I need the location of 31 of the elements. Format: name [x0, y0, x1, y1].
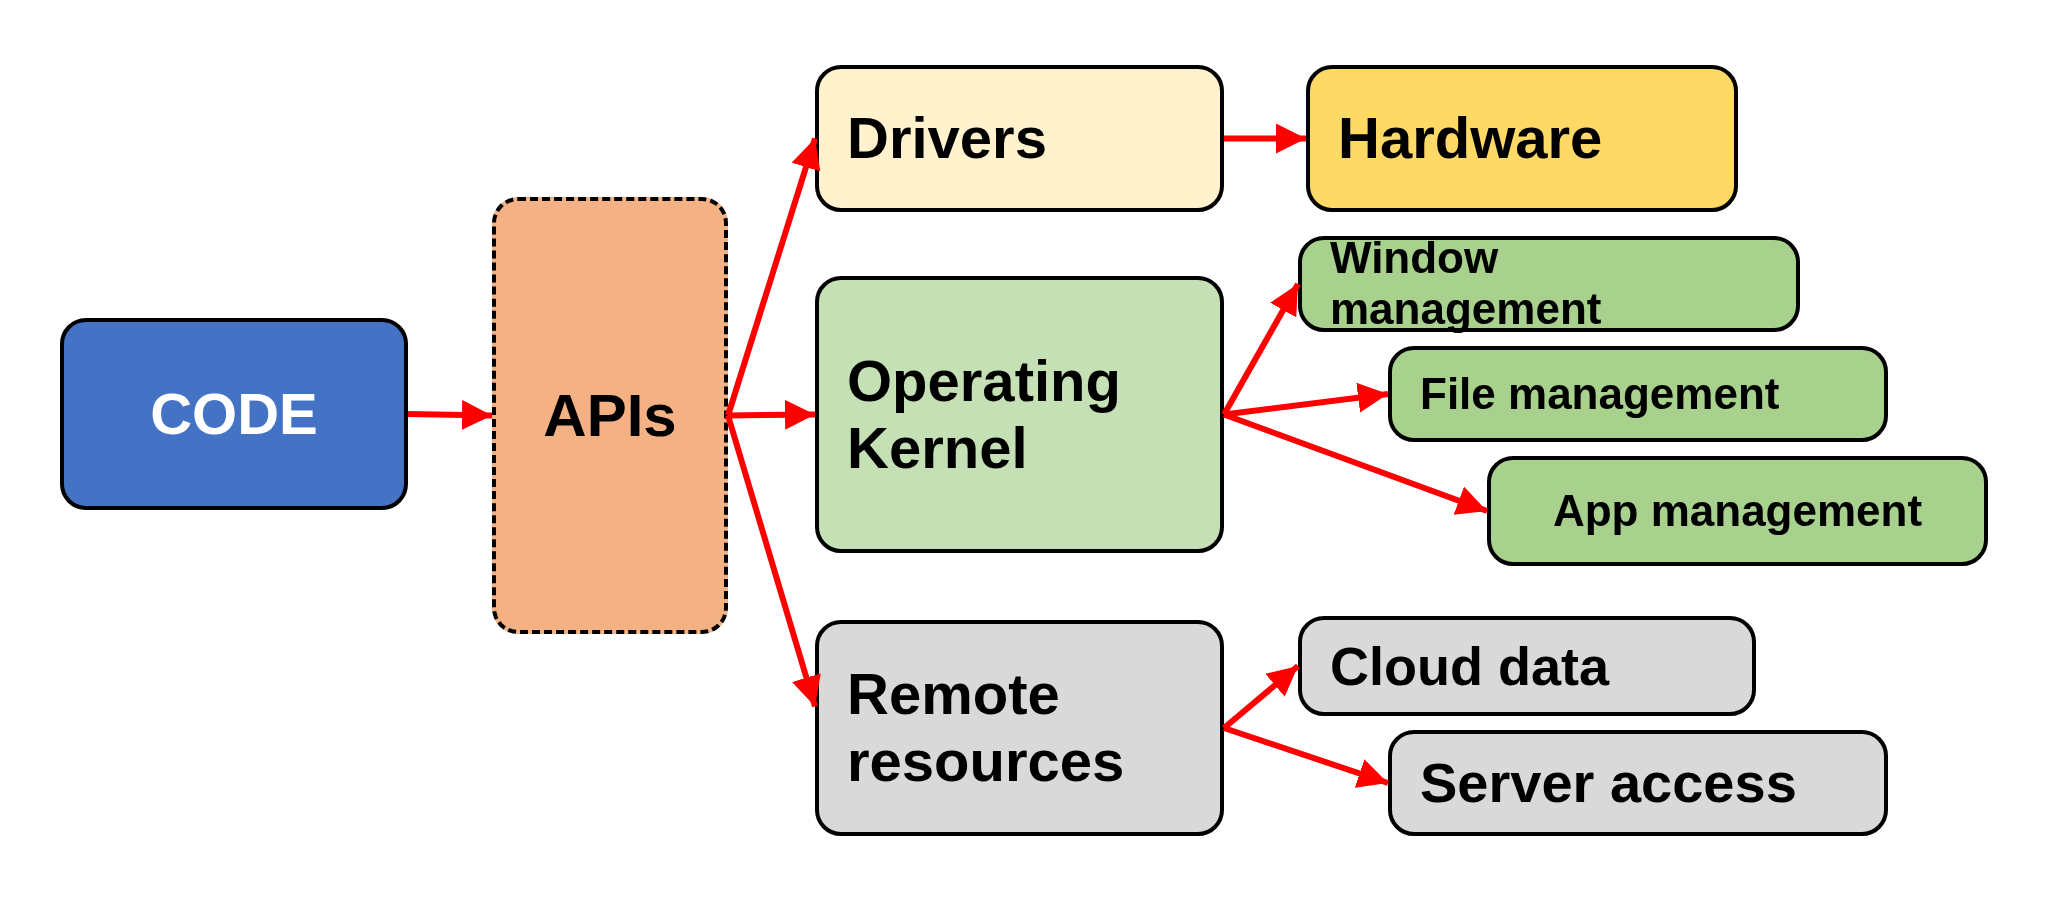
process-box [1298, 616, 1756, 716]
node-label: Cloud data [1330, 634, 1609, 698]
arrow [1223, 382, 1389, 418]
process-box [1306, 65, 1738, 212]
arrow [725, 137, 821, 417]
node-label: APIs [543, 381, 677, 450]
node-label: File management [1420, 368, 1780, 420]
node-label: Operating Kernel [847, 347, 1122, 482]
process-box [1487, 456, 1988, 566]
node-label: Drivers [847, 105, 1047, 172]
node-label: Hardware [1338, 105, 1603, 172]
process-box [815, 65, 1224, 212]
arrow [1224, 123, 1306, 154]
process-box [60, 318, 408, 510]
arrow [727, 399, 816, 430]
node-label: Window management [1330, 233, 1603, 335]
arrow [1223, 725, 1389, 788]
node-label: Server access [1420, 750, 1797, 816]
node-label: CODE [150, 380, 318, 448]
node-label: App management [1552, 485, 1923, 537]
process-box [815, 276, 1224, 553]
arrow [407, 399, 493, 430]
arrow [1222, 411, 1489, 515]
node-label: Remote resources [847, 661, 1126, 795]
process-box [1298, 236, 1800, 332]
arrow [1221, 282, 1301, 416]
dashed-process-box [492, 197, 728, 634]
arrow [725, 414, 821, 708]
process-box [815, 620, 1224, 836]
process-box [1388, 730, 1888, 836]
process-box [1388, 346, 1888, 442]
